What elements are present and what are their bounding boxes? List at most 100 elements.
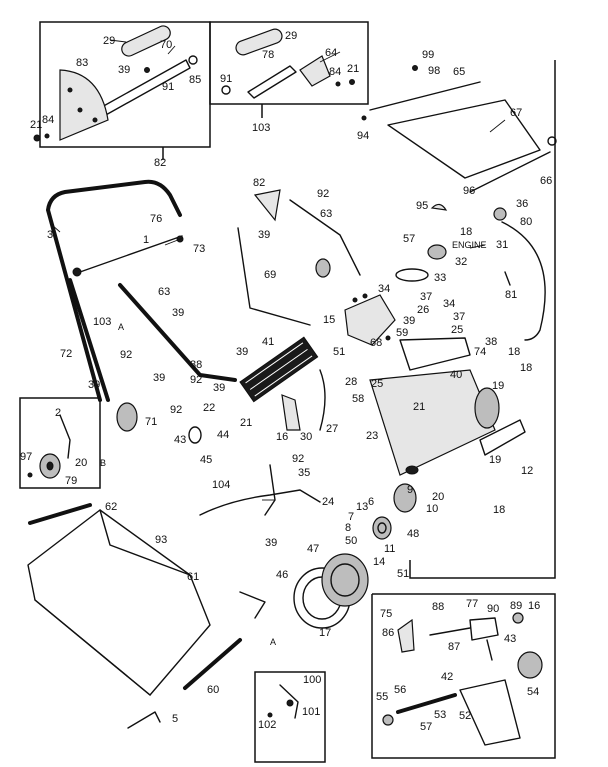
wheels [293, 483, 417, 629]
inset-51-parts [382, 612, 543, 746]
part-101-pin [286, 699, 294, 707]
label-24: 24 [322, 496, 334, 508]
label-39: 39 [236, 346, 248, 358]
label-75: 75 [380, 608, 392, 620]
gearbox-housing [344, 294, 396, 346]
label-86: 86 [382, 627, 394, 639]
label-63: 63 [320, 208, 332, 220]
part-81-bolt [504, 271, 511, 286]
label-57: 57 [403, 233, 415, 245]
rod-end-cap [547, 136, 557, 146]
label-39: 39 [403, 315, 415, 327]
label-7: 7 [348, 511, 354, 523]
label-39: 39 [88, 379, 100, 391]
label-21: 21 [240, 417, 252, 429]
leader-67 [489, 119, 506, 133]
part-61-bag [27, 509, 211, 696]
label-51: 51 [333, 346, 345, 358]
label-21: 21 [30, 119, 42, 131]
label-39: 39 [153, 372, 165, 384]
part-72-lower-handle [68, 278, 110, 402]
label-28: 28 [345, 376, 357, 388]
label-101: 101 [302, 706, 320, 718]
label-16: 16 [528, 600, 540, 612]
label-68: 68 [370, 337, 382, 349]
reel-blade-3 [254, 355, 313, 397]
label-62: 62 [105, 501, 117, 513]
part-43-gear [188, 426, 202, 444]
label-37: 37 [453, 311, 465, 323]
label-66: 66 [540, 175, 552, 187]
label-31: 31 [496, 239, 508, 251]
leader-64 [319, 51, 341, 63]
part-89-washer [512, 612, 524, 624]
label-88: 88 [432, 601, 444, 613]
part-62-rod [28, 503, 92, 525]
label-77: 77 [466, 598, 478, 610]
label-39: 39 [172, 307, 184, 319]
label-18: 18 [493, 504, 505, 516]
inset-b-frame [19, 397, 101, 489]
part-27-belt [319, 369, 326, 431]
label-1: 1 [143, 234, 149, 246]
label-b: B [100, 458, 106, 468]
engine-area [395, 207, 546, 341]
part-16-bracket [281, 394, 301, 431]
bracket-hole-3 [92, 117, 98, 123]
label-25: 25 [371, 378, 383, 390]
label-a: A [118, 322, 124, 332]
part-1-crossbar [79, 235, 183, 273]
drum-end-cap [474, 387, 500, 429]
part-85-knob [188, 55, 198, 65]
part-41-reel [239, 336, 319, 403]
label-59: 59 [396, 327, 408, 339]
part-102-nut [267, 712, 273, 718]
idler-pulley [315, 258, 331, 278]
label-21: 21 [347, 63, 359, 75]
label-72: 72 [60, 348, 72, 360]
wheel-hub [46, 461, 54, 471]
catcher-frame [361, 65, 557, 211]
bag-seam [34, 599, 151, 696]
drum-axle [405, 465, 419, 475]
label-38: 38 [485, 336, 497, 348]
part-65-rod [369, 81, 481, 111]
label-19: 19 [489, 454, 501, 466]
bolt-c [385, 335, 391, 341]
part-84-washer [44, 133, 50, 139]
inset-b-parts [27, 414, 71, 479]
label-103: 103 [252, 122, 270, 134]
part-63-rod [118, 283, 237, 382]
label-39: 39 [118, 64, 130, 76]
label-3: 3 [47, 229, 53, 241]
label-54: 54 [527, 686, 539, 698]
part-87-pin [486, 639, 493, 661]
reel-blade-1 [245, 342, 304, 384]
label-20: 20 [75, 457, 87, 469]
label-100: 100 [303, 674, 321, 686]
label-91: 91 [162, 81, 174, 93]
label-5: 5 [172, 713, 178, 725]
label-23: 23 [366, 430, 378, 442]
label-88: 88 [190, 359, 202, 371]
label-85: 85 [189, 74, 201, 86]
label-42: 42 [441, 671, 453, 683]
part-60-rod [183, 638, 242, 690]
label-15: 15 [323, 314, 335, 326]
label-39: 39 [265, 537, 277, 549]
bolt-b [362, 293, 368, 299]
grass-bag [27, 503, 266, 729]
label-78: 78 [262, 49, 274, 61]
inset-51-frame [371, 593, 556, 759]
part-9-pulley [393, 483, 417, 513]
label-53: 53 [434, 709, 446, 721]
label-16: 16 [276, 431, 288, 443]
part-47-wheel [321, 553, 369, 607]
inset-frames [19, 21, 556, 763]
part-7-hub [377, 522, 387, 534]
label-95: 95 [416, 200, 428, 212]
inset-a-frame [254, 671, 326, 763]
label-26: 26 [417, 304, 429, 316]
leader-73 [164, 237, 184, 246]
